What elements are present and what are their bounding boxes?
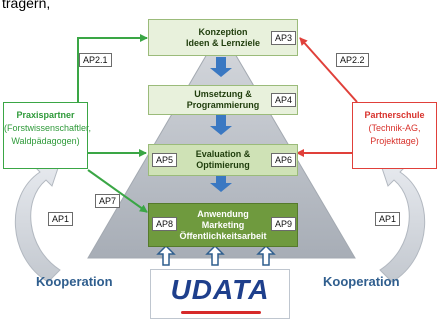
phase-konzeption-title: Konzeption Ideen & Lernziele <box>185 26 260 48</box>
phase-umsetzung-title: Umsetzung & Programmierung <box>186 89 260 110</box>
logo-up-arrow-right <box>256 244 276 266</box>
cooperation-label-left: Kooperation <box>36 274 113 289</box>
udata-logo-swoosh <box>181 311 261 314</box>
logo-up-arrow-left <box>156 244 176 266</box>
ap4-badge: AP4 <box>271 93 297 107</box>
ap9-badge: AP9 <box>271 217 297 231</box>
phase-konzeption: Konzeption Ideen & Lernziele <box>148 19 298 56</box>
flow-arrow-3 <box>210 173 232 192</box>
praxis-arrow-ap7 <box>87 169 148 213</box>
partnerschule-box: Partnerschule (Technik-AG, Projekttage) <box>352 102 437 169</box>
phase-anwendung-title: Anwendung Marketing Öffentlichkeitsarbei… <box>179 208 267 241</box>
logo-up-arrow-center <box>205 244 225 266</box>
ap8-badge: AP8 <box>152 217 178 231</box>
udata-logo-text: UDATA <box>170 274 270 305</box>
praxis-arrow-ap2-1 <box>77 34 148 102</box>
praxispartner-box: Praxispartner (Forstwissenschaftler, Wal… <box>3 102 92 169</box>
ap6-badge: AP6 <box>271 153 297 167</box>
partnerschule-detail: (Technik-AG, Projekttage) <box>368 123 421 146</box>
praxispartner-detail: (Forstwissenschaftler, Waldpädagogen) <box>4 123 92 146</box>
ap1-left-label: AP1 <box>48 212 74 226</box>
cooperation-label-right: Kooperation <box>323 274 400 289</box>
phase-umsetzung: Umsetzung & Programmierung <box>148 85 298 115</box>
ap7-label: AP7 <box>95 194 121 208</box>
ap2-2-label: AP2.2 <box>336 53 369 67</box>
ap2-1-label: AP2.1 <box>79 53 112 67</box>
ap5-badge: AP5 <box>152 153 178 167</box>
header-text-fragment: trägern, <box>2 0 51 11</box>
udata-logo: UDATA <box>150 269 290 319</box>
flow-arrow-2 <box>210 115 232 135</box>
flow-arrow-1 <box>210 57 232 77</box>
schule-arrow-ap2-2 <box>299 37 358 103</box>
ap1-right-label: AP1 <box>375 212 401 226</box>
ap3-badge: AP3 <box>271 31 297 45</box>
phase-evaluation-title: Evaluation & Optimierung <box>195 149 251 170</box>
partnerschule-title: Partnerschule <box>364 110 425 120</box>
praxispartner-title: Praxispartner <box>16 110 75 120</box>
